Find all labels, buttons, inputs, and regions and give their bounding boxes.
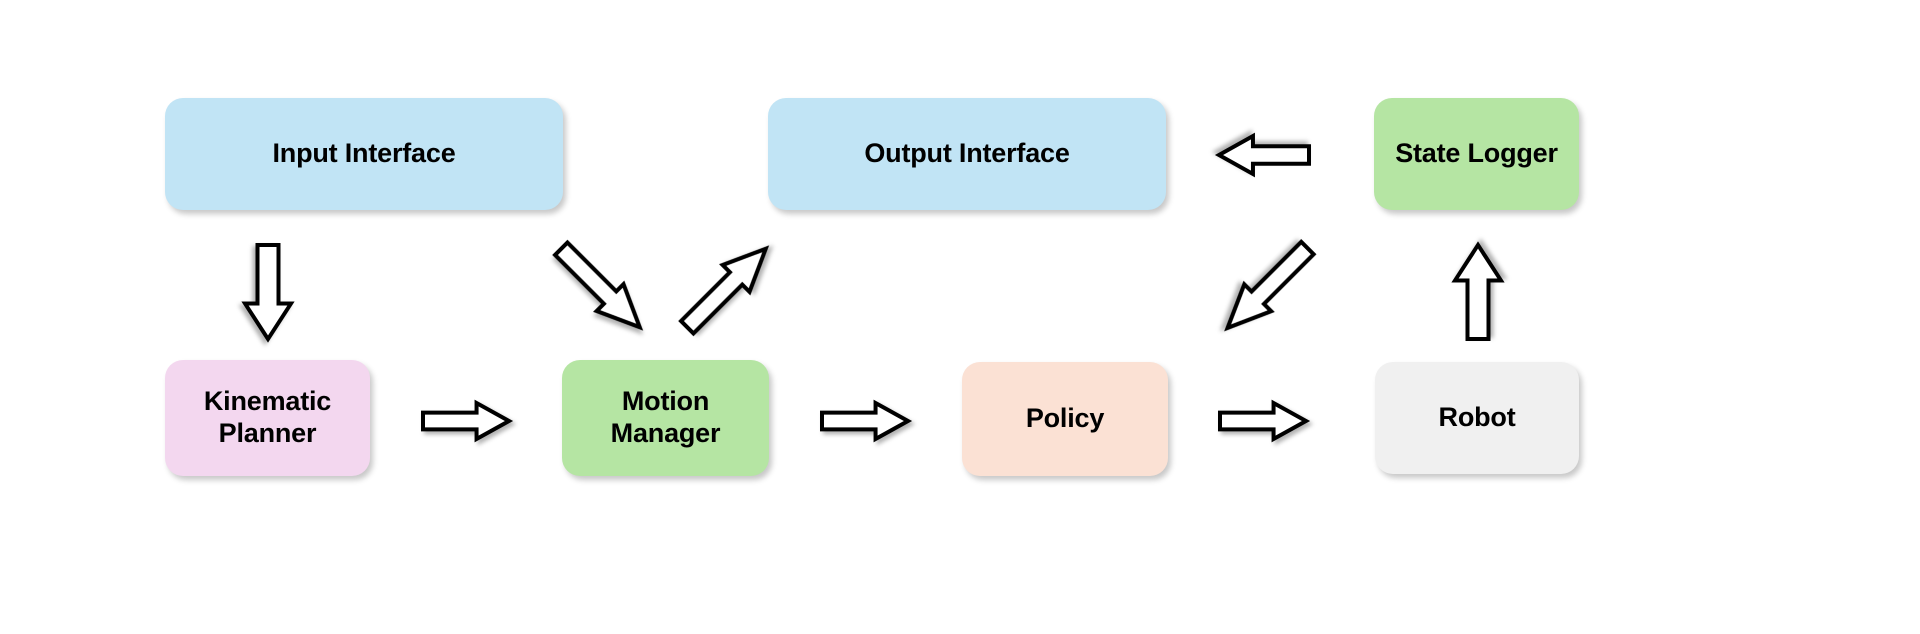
arrow-motion-manager-to-output	[677, 245, 769, 337]
arrow-shape-policy-to-robot	[1218, 399, 1311, 443]
arrow-motion-manager-to-policy	[820, 399, 913, 443]
node-label-motion-manager: Motion Manager	[610, 386, 721, 448]
arrow-shape-motion-manager-to-policy	[820, 399, 913, 443]
node-label-input-interface: Input Interface	[272, 138, 456, 169]
node-label-kinematic-planner: Kinematic Planner	[203, 386, 332, 448]
node-label-state-logger: State Logger	[1395, 138, 1558, 169]
arrow-shape-kinematic-planner-to-motion-manager	[421, 399, 514, 443]
arrow-robot-to-state-logger	[1451, 241, 1505, 341]
arrow-shape-input-to-motion-manager	[551, 239, 643, 331]
node-kinematic-planner[interactable]: Kinematic Planner	[165, 360, 370, 476]
arrow-shape-input-to-kinematic-planner	[241, 243, 295, 343]
arrow-state-logger-to-output	[1214, 132, 1311, 178]
arrow-policy-to-robot	[1218, 399, 1311, 443]
node-robot[interactable]: Robot	[1375, 362, 1579, 474]
arrow-shape-output-to-policy	[1223, 238, 1317, 332]
arrow-input-to-motion-manager	[551, 239, 643, 331]
node-label-robot: Robot	[1438, 402, 1516, 433]
arrow-shape-robot-to-state-logger	[1451, 241, 1505, 341]
arrow-output-to-policy	[1223, 238, 1317, 332]
node-label-output-interface: Output Interface	[864, 138, 1070, 169]
arrow-input-to-kinematic-planner	[241, 243, 295, 343]
node-input-interface[interactable]: Input Interface	[165, 98, 563, 210]
arrow-kinematic-planner-to-motion-manager	[421, 399, 514, 443]
node-motion-manager[interactable]: Motion Manager	[562, 360, 769, 476]
node-policy[interactable]: Policy	[962, 362, 1168, 476]
arrow-shape-motion-manager-to-output	[677, 245, 769, 337]
node-label-policy: Policy	[1025, 403, 1105, 434]
node-state-logger[interactable]: State Logger	[1374, 98, 1579, 210]
node-output-interface[interactable]: Output Interface	[768, 98, 1166, 210]
arrow-shape-state-logger-to-output	[1214, 132, 1311, 178]
